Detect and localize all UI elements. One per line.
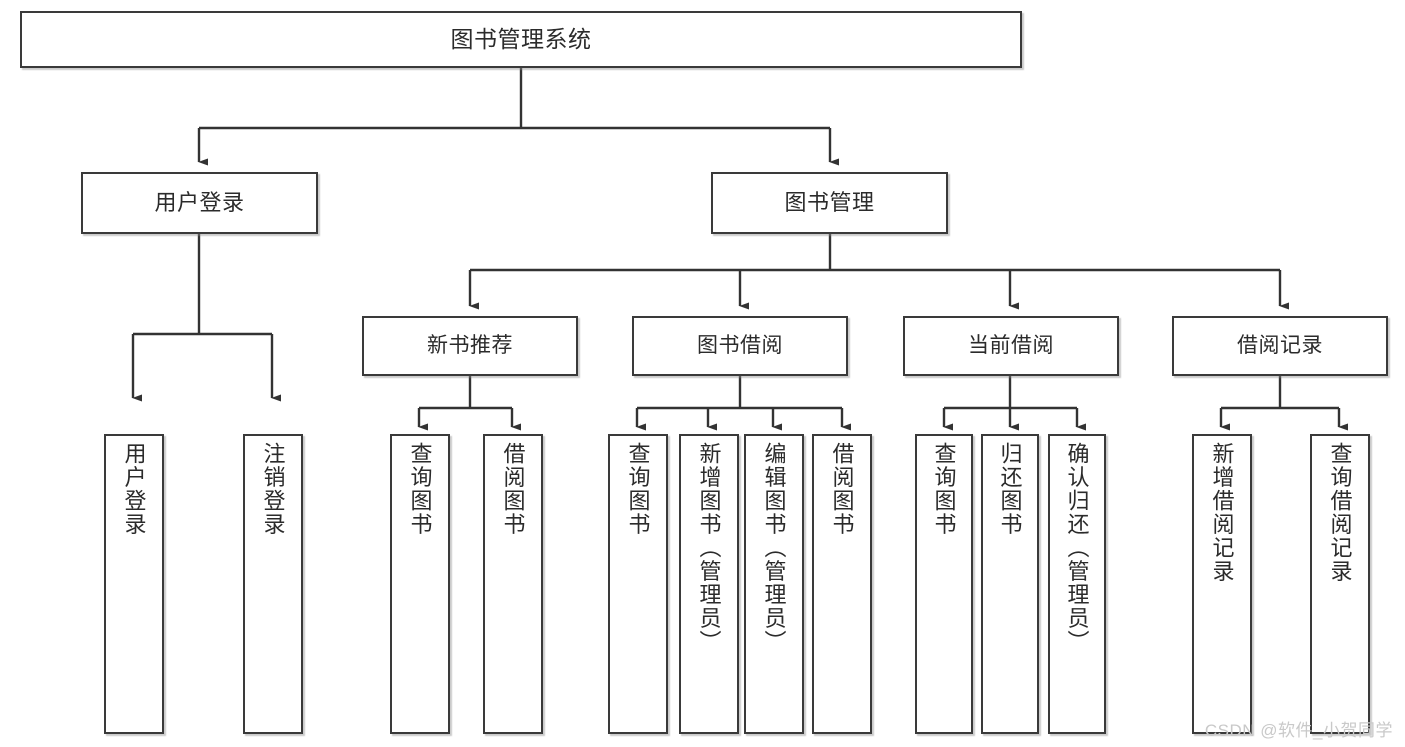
node-current-borrow[interactable]: 当前借阅 [903, 316, 1119, 376]
leaf-user-login-login[interactable]: 用户登录 [104, 434, 164, 734]
node-root-system[interactable]: 图书管理系统 [20, 11, 1022, 68]
node-label: 注销登录 [260, 442, 286, 536]
node-new-book-recommend[interactable]: 新书推荐 [362, 316, 578, 376]
node-label: 查询借阅记录 [1327, 442, 1353, 583]
node-user-login[interactable]: 用户登录 [81, 172, 318, 234]
leaf-new-book-query[interactable]: 查询图书 [390, 434, 450, 734]
node-label: 借阅图书 [500, 442, 526, 536]
leaf-user-login-logout[interactable]: 注销登录 [243, 434, 303, 734]
node-borrow-record[interactable]: 借阅记录 [1172, 316, 1388, 376]
node-label: 新增借阅记录 [1209, 442, 1235, 583]
leaf-book-borrow-borrow[interactable]: 借阅图书 [812, 434, 872, 734]
node-label: 用户登录 [121, 442, 147, 536]
node-label: 新增图书（管理员） [696, 442, 722, 654]
node-label: 编辑图书（管理员） [761, 442, 787, 654]
leaf-book-borrow-add[interactable]: 新增图书（管理员） [679, 434, 739, 734]
leaf-new-book-borrow[interactable]: 借阅图书 [483, 434, 543, 734]
node-book-management[interactable]: 图书管理 [711, 172, 948, 234]
node-label: 图书管理系统 [450, 25, 592, 52]
node-label: 确认归还（管理员） [1064, 442, 1090, 654]
leaf-current-borrow-confirm-return[interactable]: 确认归还（管理员） [1048, 434, 1106, 734]
leaf-borrow-record-query[interactable]: 查询借阅记录 [1310, 434, 1370, 734]
leaf-borrow-record-add[interactable]: 新增借阅记录 [1192, 434, 1252, 734]
node-book-borrow[interactable]: 图书借阅 [632, 316, 848, 376]
leaf-current-borrow-query[interactable]: 查询图书 [915, 434, 973, 734]
node-label: 查询图书 [931, 442, 957, 536]
node-label: 新书推荐 [427, 333, 513, 357]
node-label: 借阅记录 [1237, 333, 1323, 357]
node-label: 归还图书 [997, 442, 1023, 536]
node-label: 借阅图书 [829, 442, 855, 536]
node-label: 查询图书 [625, 442, 651, 536]
node-label: 图书管理 [784, 190, 875, 216]
leaf-book-borrow-query[interactable]: 查询图书 [608, 434, 668, 734]
leaf-book-borrow-edit[interactable]: 编辑图书（管理员） [744, 434, 804, 734]
node-label: 图书借阅 [697, 333, 783, 357]
node-label: 当前借阅 [968, 333, 1054, 357]
node-label: 查询图书 [407, 442, 433, 536]
node-label: 用户登录 [154, 190, 245, 216]
leaf-current-borrow-return[interactable]: 归还图书 [981, 434, 1039, 734]
